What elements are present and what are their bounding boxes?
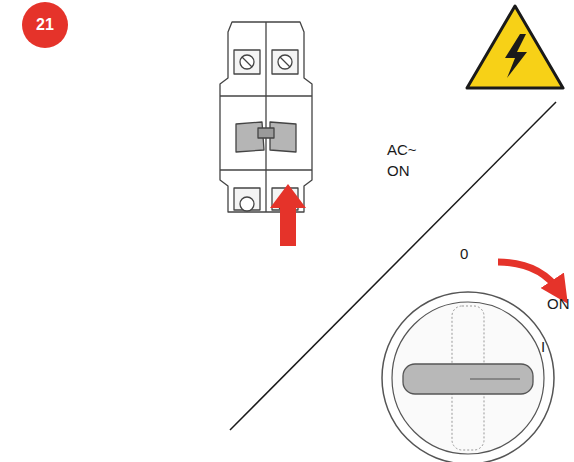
step-number: 21: [22, 2, 68, 48]
warning-sign: [467, 6, 563, 88]
switch-label: ON: [547, 293, 570, 314]
step-number-text: 21: [36, 16, 54, 34]
circuit-breaker: [220, 22, 312, 212]
turn-arrow: [498, 262, 560, 292]
switch-label: AC~ ON: [387, 139, 427, 181]
push-arrow: [270, 184, 306, 246]
rotary-switch: [382, 292, 554, 462]
switch-label: 0: [460, 243, 468, 264]
switch-label: I: [541, 336, 545, 357]
step-circle-shape: [22, 2, 68, 48]
